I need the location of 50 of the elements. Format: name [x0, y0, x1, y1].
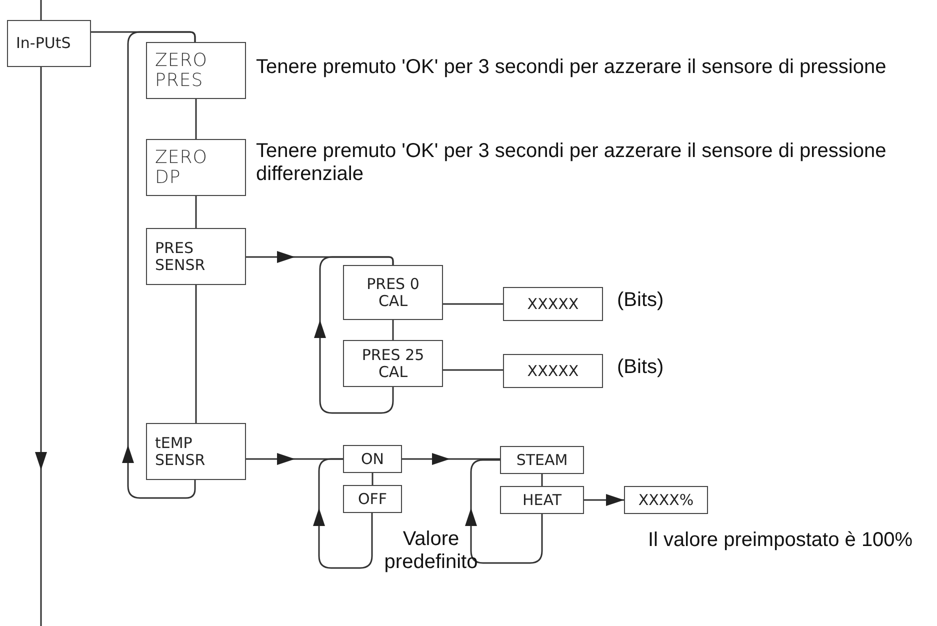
menu-box: [146, 42, 246, 99]
connector-line: [195, 285, 197, 423]
menu-box: [343, 265, 443, 320]
menu-text: ZERO PRES: [155, 50, 208, 90]
menu-box: [343, 340, 443, 387]
menu-box: [500, 446, 584, 474]
menu-text: In-PUtS: [16, 35, 71, 52]
connector-line: [372, 473, 374, 485]
arrow: [402, 453, 500, 465]
arrow: [313, 458, 373, 569]
menu-text: PRES 25 CAL: [360, 347, 426, 380]
connector-line: [443, 303, 503, 305]
menu-box: [343, 445, 402, 473]
menu-text: STEAM: [516, 452, 568, 468]
connector-line: [195, 196, 197, 228]
menu-text: HEAT: [522, 492, 562, 508]
menu-text: PRES SENSR: [155, 240, 206, 273]
arrow: [314, 256, 394, 414]
menu-box: [500, 486, 584, 514]
arrow: [584, 494, 624, 506]
arrow: [465, 459, 543, 564]
note-text: Valore predefinito: [383, 528, 479, 574]
connector-line: [443, 369, 503, 371]
note-text: Tenere premuto 'OK' per 3 secondi per azzerare il sensore di pressione: [256, 56, 886, 79]
note-text: Tenere premuto 'OK' per 3 secondi per azzerare il sensore di pressione differenziale: [256, 140, 888, 186]
menu-text: XXXXX: [527, 362, 579, 380]
note-text: (Bits): [617, 289, 664, 312]
arrow: [122, 31, 196, 499]
connector-line: [541, 474, 543, 486]
menu-box: [146, 139, 246, 196]
connector-line: [40, 0, 42, 20]
note-text: (Bits): [617, 356, 664, 379]
menu-box: [503, 287, 603, 321]
arrow: [35, 67, 47, 470]
menu-box: [146, 228, 246, 285]
menu-box: [146, 423, 246, 480]
menu-text: tEMP SENSR: [155, 435, 206, 468]
connector-line: [195, 99, 197, 139]
menu-text: OFF: [358, 490, 388, 508]
menu-text: PRES 0 CAL: [366, 276, 420, 309]
menu-text: ZERO DP: [155, 148, 208, 188]
menu-box: [624, 486, 708, 514]
menu-box: [503, 354, 603, 388]
menu-text: XXXXX: [527, 296, 579, 312]
menu-box: [7, 20, 91, 67]
note-text: Il valore preimpostato è 100%: [648, 529, 913, 552]
menu-box: [343, 485, 402, 513]
connector-line: [392, 320, 394, 340]
menu-text: XXXX%: [638, 492, 694, 508]
menu-text: ON: [360, 450, 384, 468]
